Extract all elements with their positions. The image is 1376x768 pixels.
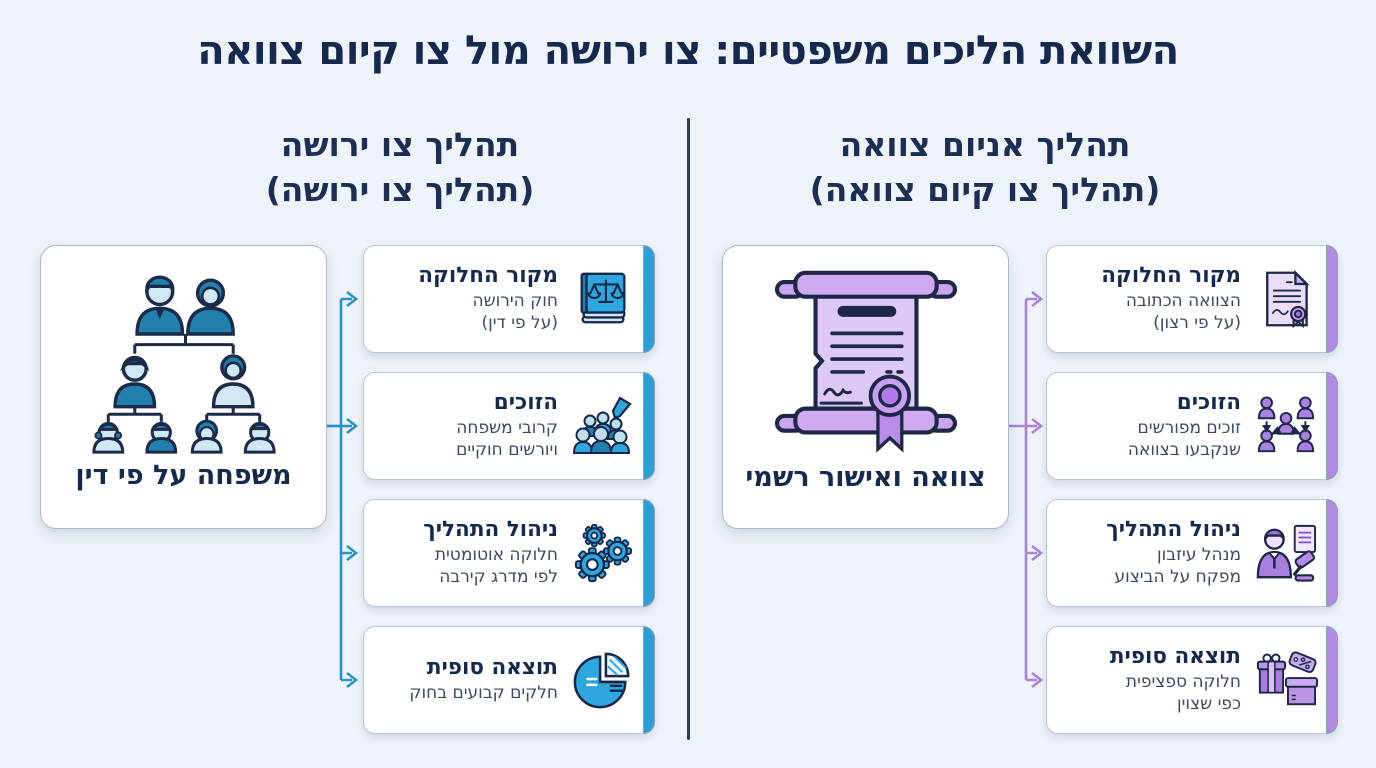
center-divider bbox=[687, 118, 690, 740]
gears-icon bbox=[568, 522, 638, 584]
card-body: חוק הירושה (על פי דין) bbox=[472, 291, 559, 333]
left-header-line1: תהליך צו ירושה bbox=[280, 125, 520, 164]
card-accent-stripe bbox=[643, 245, 655, 353]
card-right-heirs: הזוכים זוכים מפורשים שנקבעו בצוואה bbox=[1046, 372, 1338, 480]
card-body: חלוקה אוטומטית לפי מדרג קירבה bbox=[434, 545, 558, 587]
card-accent-stripe bbox=[1326, 245, 1338, 353]
right-column-header: תהליך אניום צוואה (תהליך צו קיום צוואה) bbox=[735, 122, 1235, 212]
card-body: חלוקה ספציפית כפי שצוין bbox=[1125, 672, 1241, 714]
page-title: השוואת הליכים משפטיים: צו ירושה מול צו ק… bbox=[197, 28, 1179, 74]
card-body: קרובי משפחה ויורשים חוקיים bbox=[456, 418, 558, 460]
card-title: ניהול התהליך bbox=[423, 517, 558, 543]
card-accent-stripe bbox=[1326, 626, 1338, 734]
pie-chart-icon bbox=[568, 649, 638, 711]
right-header-line1: תהליך אניום צוואה bbox=[839, 125, 1131, 164]
left-header-line2: (תהליך צו ירושה) bbox=[265, 170, 535, 209]
right-connector bbox=[1007, 290, 1044, 689]
family-tree-icon bbox=[78, 260, 290, 458]
law-book-scales-icon bbox=[568, 268, 638, 330]
card-accent-stripe bbox=[1326, 499, 1338, 607]
executor-gavel-icon bbox=[1251, 522, 1321, 584]
left-connector bbox=[325, 290, 359, 689]
card-title: מקור החלוקה bbox=[1101, 263, 1241, 289]
card-body: זוכים מפורשים שנקבעו בצוואה bbox=[1127, 418, 1241, 460]
card-left-source: מקור החלוקה חוק הירושה (על פי דין) bbox=[363, 245, 655, 353]
card-accent-stripe bbox=[1326, 372, 1338, 480]
card-right-source: מקור החלוקה הצוואה הכתובה (על פי רצון) bbox=[1046, 245, 1338, 353]
card-title: הזוכים bbox=[1176, 390, 1241, 416]
card-title: תוצאה סופית bbox=[426, 655, 558, 681]
will-panel: צוואה ואישור רשמי bbox=[722, 245, 1009, 529]
card-title: ניהול התהליך bbox=[1106, 517, 1241, 543]
card-title: הזוכים bbox=[493, 390, 558, 416]
will-panel-caption: צוואה ואישור רשמי bbox=[745, 462, 986, 493]
will-document-icon bbox=[1251, 268, 1321, 330]
card-left-heirs: הזוכים קרובי משפחה ויורשים חוקיים bbox=[363, 372, 655, 480]
card-left-management: ניהול התהליך חלוקה אוטומטית לפי מדרג קיר… bbox=[363, 499, 655, 607]
card-right-management: ניהול התהליך מנהל עיזבון מפקח על הביצוע bbox=[1046, 499, 1338, 607]
card-accent-stripe bbox=[643, 499, 655, 607]
card-body: מנהל עיזבון מפקח על הביצוע bbox=[1114, 545, 1241, 587]
crowd-arrow-icon bbox=[568, 394, 638, 458]
card-title: מקור החלוקה bbox=[418, 263, 558, 289]
card-accent-stripe bbox=[643, 626, 655, 734]
left-column-header: תהליך צו ירושה (תהליך צו ירושה) bbox=[150, 122, 650, 212]
family-panel-caption: משפחה על פי דין bbox=[75, 460, 292, 491]
card-body: הצוואה הכתובה (על פי רצון) bbox=[1125, 291, 1241, 333]
card-body: חלקים קבועים בחוק bbox=[409, 683, 558, 704]
beneficiaries-arrows-icon bbox=[1251, 395, 1321, 457]
scroll-seal-icon bbox=[768, 260, 964, 460]
card-right-result: תוצאה סופית חלוקה ספציפית כפי שצוין bbox=[1046, 626, 1338, 734]
card-left-result: תוצאה סופית חלקים קבועים בחוק bbox=[363, 626, 655, 734]
gift-boxes-tag-icon bbox=[1251, 649, 1321, 711]
card-title: תוצאה סופית bbox=[1109, 644, 1241, 670]
family-panel: משפחה על פי דין bbox=[40, 245, 327, 529]
card-accent-stripe bbox=[643, 372, 655, 480]
right-header-line2: (תהליך צו קיום צוואה) bbox=[809, 170, 1161, 209]
